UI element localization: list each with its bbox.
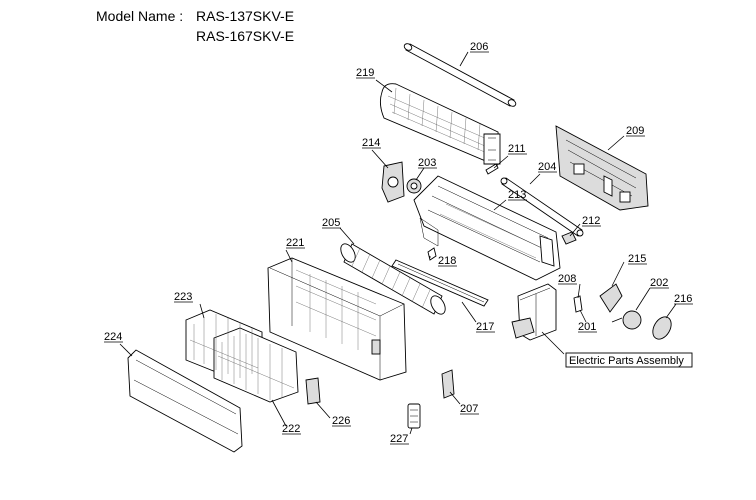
label-205: 205 [322, 217, 340, 229]
label-213: 213 [508, 189, 526, 201]
label-209: 209 [626, 125, 644, 137]
label-226: 226 [332, 415, 350, 427]
label-216: 216 [674, 293, 692, 305]
label-223: 223 [174, 291, 192, 303]
label-208: 208 [558, 273, 576, 285]
part-223-air-filters [185, 309, 299, 403]
part-215-fan-motor [599, 283, 623, 313]
part-212-stopper [561, 231, 577, 245]
part-217-louver [391, 259, 489, 307]
part-213-chassis [413, 175, 561, 281]
label-214: 214 [362, 137, 380, 149]
part-216-cover [652, 316, 672, 340]
electric-parts-assembly-unit [511, 283, 557, 341]
label-215: 215 [628, 253, 646, 265]
part-209-mounting-plate [555, 125, 649, 211]
label-227: 227 [390, 433, 408, 445]
label-217: 217 [476, 321, 494, 333]
part-208-sensor [573, 295, 583, 313]
electric-parts-assembly-label: Electric Parts Assembly [569, 355, 684, 367]
label-221: 221 [286, 237, 304, 249]
label-204: 204 [538, 161, 556, 173]
label-207: 207 [460, 403, 478, 415]
label-219: 219 [356, 67, 374, 79]
part-214-motor-cover [381, 161, 405, 203]
part-labels: 206 219 209 211 204 214 203 213 212 205 … [104, 41, 693, 445]
leader-lines [119, 51, 677, 435]
electric-parts-assembly-callout: Electric Parts Assembly [565, 352, 693, 368]
part-206-pipe [403, 43, 517, 107]
label-201: 201 [578, 321, 596, 333]
label-211: 211 [508, 143, 526, 155]
label-224: 224 [104, 331, 122, 343]
label-203: 203 [418, 157, 436, 169]
label-222: 222 [282, 423, 300, 435]
label-212: 212 [582, 215, 600, 227]
part-227-remote-control [407, 403, 421, 429]
part-207-remote-holder [441, 369, 455, 399]
model-name-1: RAS-137SKV-E [196, 8, 295, 24]
model-name-label: Model Name : [96, 8, 184, 24]
part-205-cross-flow-fan [340, 243, 446, 315]
part-211-screw [485, 163, 499, 175]
part-218-screw [427, 247, 437, 261]
label-202: 202 [650, 277, 668, 289]
part-224-front-grille [127, 349, 243, 453]
model-name-2: RAS-167SKV-E [196, 28, 295, 44]
part-226-cover [305, 377, 321, 405]
label-218: 218 [438, 255, 456, 267]
part-219-heat-exchanger [379, 83, 501, 165]
part-204-rod [500, 177, 584, 237]
label-206: 206 [470, 41, 488, 53]
part-202-motor [611, 310, 642, 330]
part-203-bearing [406, 178, 422, 194]
part-221-front-panel [267, 257, 407, 381]
